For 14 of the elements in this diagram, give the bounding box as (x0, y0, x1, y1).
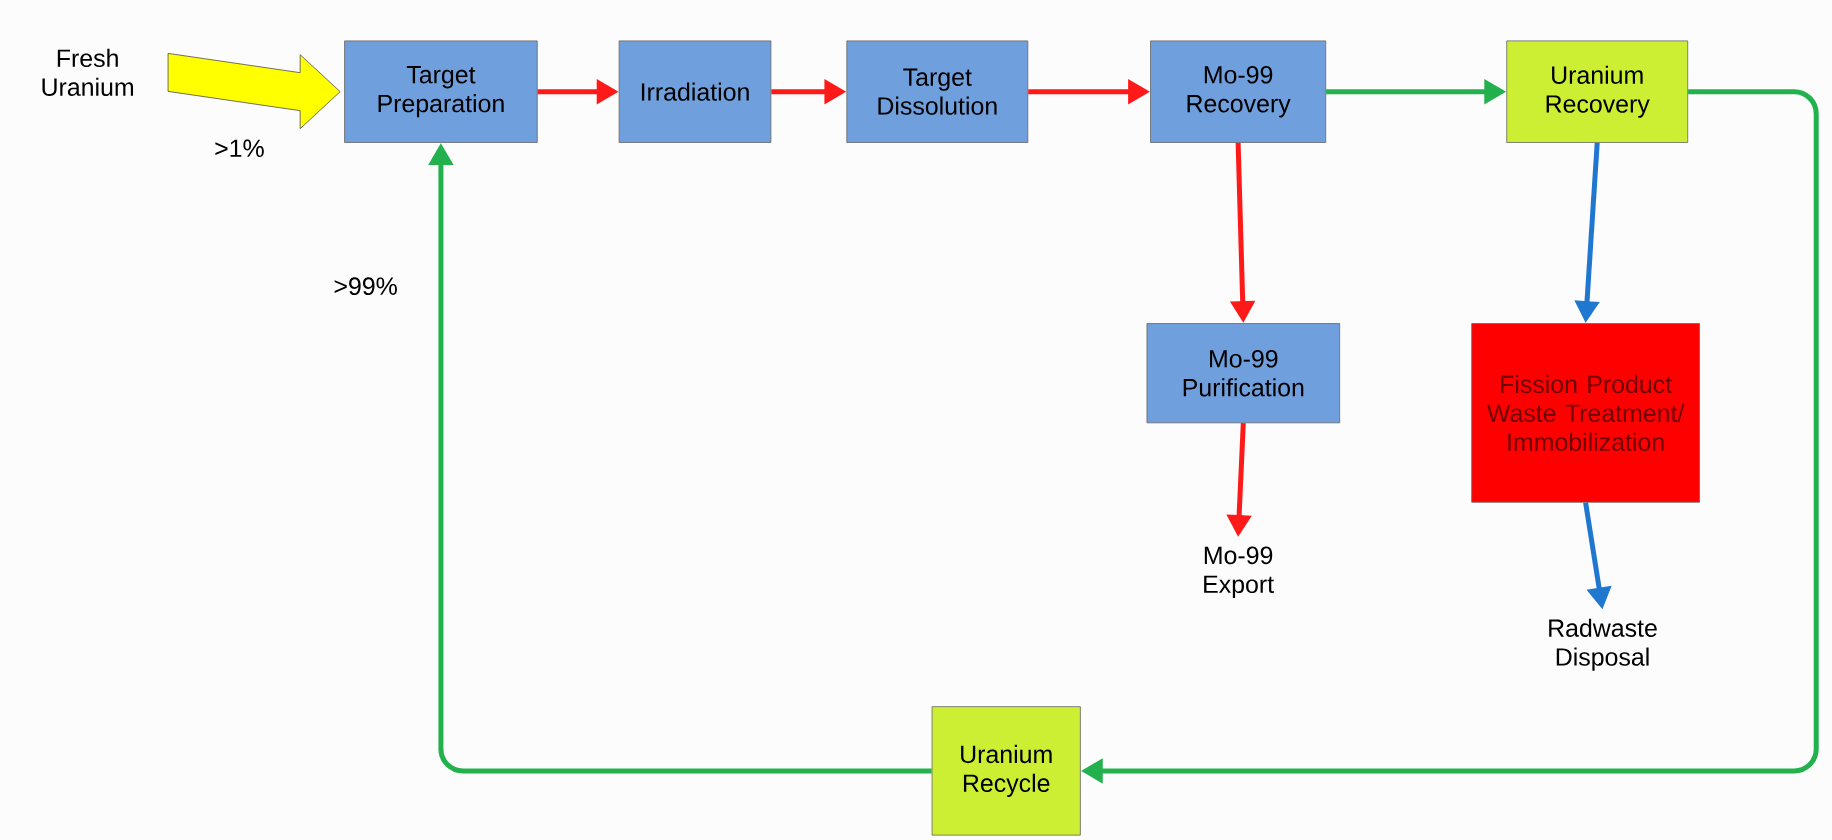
process-box: Target Dissolution (846, 40, 1029, 143)
process-box: Fission Product Waste Treatment/ Immobilization (1471, 323, 1700, 503)
process-box: Irradiation (618, 40, 772, 143)
process-box: Mo-99 Recovery (1150, 40, 1327, 143)
process-box: Mo-99 Purification (1146, 323, 1341, 424)
text-label: Mo-99 Export (1204, 546, 1274, 598)
process-box: Uranium Recycle (931, 706, 1081, 836)
process-box: Uranium Recovery (1506, 40, 1689, 143)
text-label: Fresh Uranium (42, 48, 133, 96)
percentage-label: >99% (334, 277, 397, 295)
process-box: Target Preparation (344, 40, 538, 143)
arrow (167, 53, 341, 130)
text-label: Radwaste Disposal (1549, 618, 1657, 671)
percentage-label: >1% (215, 139, 264, 157)
